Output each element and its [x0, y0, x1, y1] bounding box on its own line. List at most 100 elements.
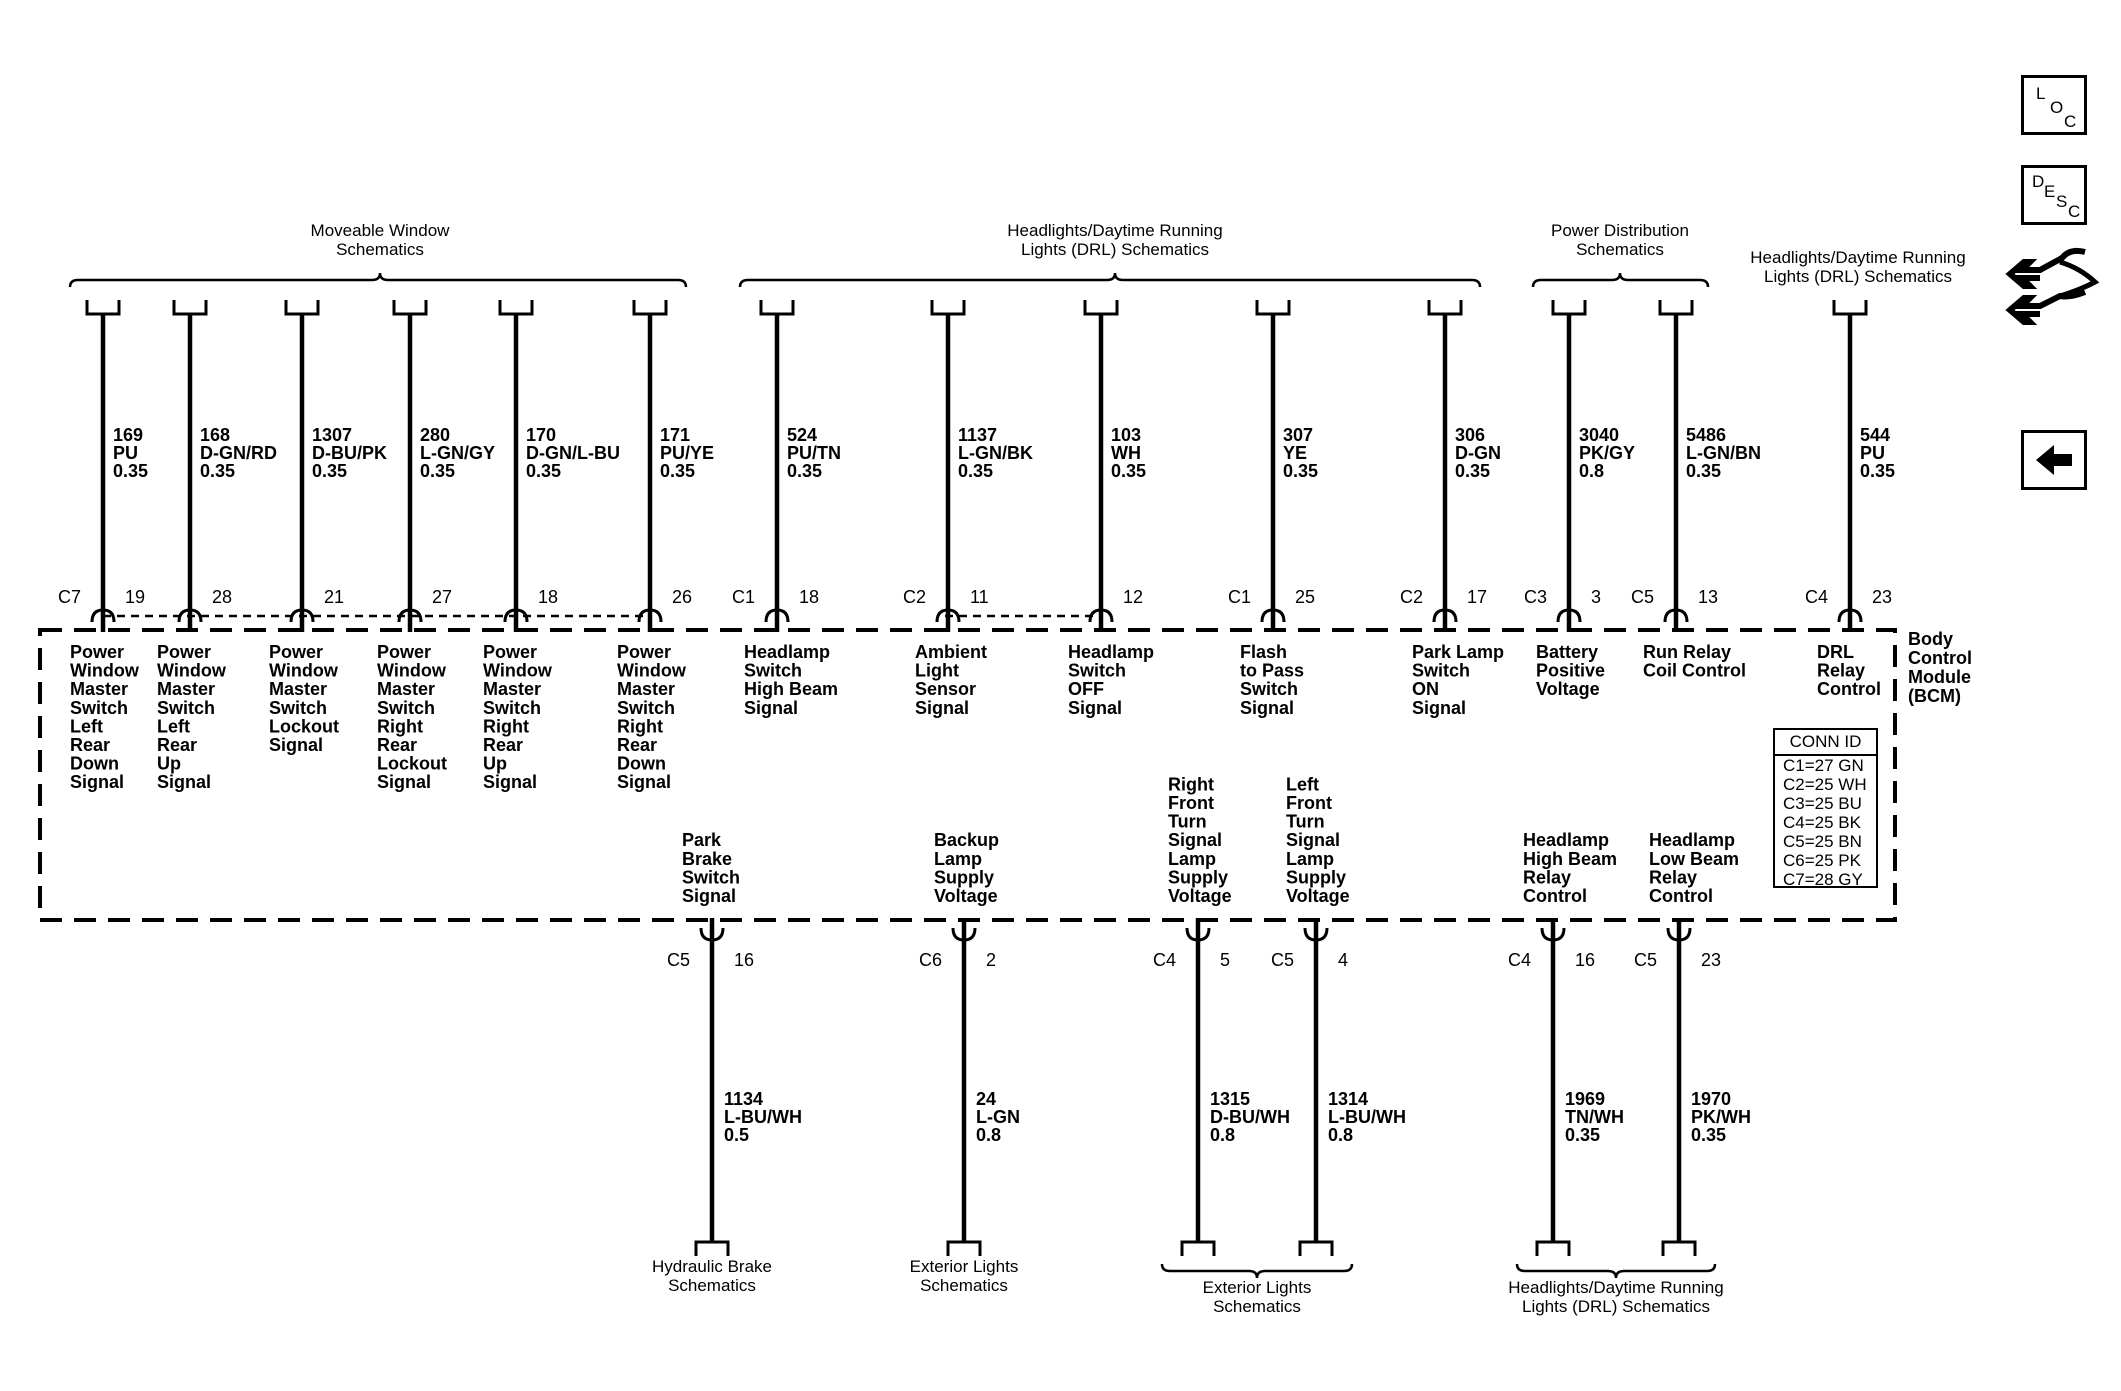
- signal-label-line: Backup: [934, 830, 999, 850]
- page-navigation-hand-icon[interactable]: [2005, 247, 2100, 325]
- wire-color: L-GN/BN: [1686, 443, 1761, 463]
- signal-label-line: Master: [483, 679, 541, 699]
- connector-id-row: C2=25 WH: [1783, 775, 1867, 794]
- pin-number: 4: [1338, 950, 1348, 970]
- signal-label-line: Park: [682, 830, 722, 850]
- signal-label-line: Switch: [483, 698, 541, 718]
- top-group-brace: [1531, 272, 1710, 288]
- wire-gauge: 0.8: [1579, 461, 1604, 481]
- signal-label-line: Left: [157, 716, 190, 736]
- signal-label-line: Supply: [1286, 867, 1346, 887]
- wire-color: D-GN: [1455, 443, 1501, 463]
- signal-label-line: Brake: [682, 849, 732, 869]
- signal-label-line: OFF: [1068, 679, 1104, 699]
- signal-label-line: Lockout: [377, 754, 447, 774]
- harness-connector-icon: [1427, 300, 1463, 316]
- pin-number: 23: [1701, 950, 1721, 970]
- wire-color: YE: [1283, 443, 1307, 463]
- signal-label-line: Turn: [1286, 812, 1325, 832]
- signal-label-line: Rear: [70, 735, 110, 755]
- pin-terminal-icon: [1432, 608, 1458, 623]
- wire-gauge: 0.35: [958, 461, 993, 481]
- top-circuit-170[interactable]: 170D-GN/L-BU0.3518PowerWindowMasterSwitc…: [483, 300, 620, 792]
- signal-label-line: Headlamp: [1649, 830, 1735, 850]
- signal-label-line: High Beam: [1523, 849, 1617, 869]
- harness-connector-icon: [1658, 300, 1694, 316]
- pin-terminal-icon: [1837, 608, 1863, 623]
- connector-id-row: C1=27 GN: [1783, 756, 1864, 775]
- signal-label-line: Down: [70, 754, 119, 774]
- pin-number: 26: [672, 587, 692, 607]
- connector-id: C7: [58, 587, 81, 607]
- signal-label-line: Switch: [377, 698, 435, 718]
- signal-label-line: Flash: [1240, 642, 1287, 662]
- circuit-number: 1970: [1691, 1089, 1731, 1109]
- connector-id: C5: [1271, 950, 1294, 970]
- circuit-number: 524: [787, 425, 817, 445]
- location-button[interactable]: L O C: [2021, 75, 2087, 135]
- top-group-brace: [68, 272, 688, 288]
- signal-label-line: Control: [1649, 886, 1713, 906]
- signal-label-line: Voltage: [1168, 886, 1232, 906]
- bottom-group-label-line: Exterior Lights: [910, 1257, 1019, 1276]
- signal-label-line: Voltage: [1536, 679, 1600, 699]
- signal-label-line: Lockout: [269, 716, 339, 736]
- wire-color: L-GN/GY: [420, 443, 495, 463]
- connector-id: C1: [732, 587, 755, 607]
- bcm-label-line: (BCM): [1908, 686, 1961, 706]
- pin-terminal-icon: [289, 608, 315, 623]
- bcm-label-line: Module: [1908, 667, 1971, 687]
- top-circuit-280[interactable]: 280L-GN/GY0.3527PowerWindowMasterSwitchR…: [377, 300, 495, 792]
- signal-label-line: Rear: [377, 735, 417, 755]
- harness-connector-icon: [1083, 300, 1119, 316]
- signal-label-line: Switch: [269, 698, 327, 718]
- wire-color: PU/YE: [660, 443, 714, 463]
- harness-connector-icon: [85, 300, 121, 316]
- signal-label-line: Rear: [157, 735, 197, 755]
- pin-terminal-icon: [1556, 608, 1582, 623]
- desc-c: C: [2068, 202, 2081, 221]
- signal-label-line: Low Beam: [1649, 849, 1739, 869]
- signal-label-line: Signal: [617, 772, 671, 792]
- connector-id: C4: [1508, 950, 1531, 970]
- pin-number: 18: [799, 587, 819, 607]
- signal-label-line: Signal: [915, 698, 969, 718]
- signal-label-line: Rear: [617, 735, 657, 755]
- back-arrow-button[interactable]: [2021, 430, 2087, 490]
- signal-label-line: Master: [269, 679, 327, 699]
- connector-id-row: C5=25 BN: [1783, 832, 1862, 851]
- pin-terminal-icon: [1663, 608, 1689, 623]
- signal-label-line: Window: [617, 661, 687, 681]
- top-group-label-line: Schematics: [336, 240, 424, 259]
- pin-number: 5: [1220, 950, 1230, 970]
- wire-gauge: 0.35: [113, 461, 148, 481]
- wire-color: L-BU/WH: [1328, 1107, 1406, 1127]
- circuit-number: 169: [113, 425, 143, 445]
- top-circuit-168[interactable]: 168D-GN/RD0.3528PowerWindowMasterSwitchL…: [157, 300, 277, 792]
- top-circuit-1307[interactable]: 1307D-BU/PK0.3521PowerWindowMasterSwitch…: [269, 300, 387, 755]
- pin-number: 28: [212, 587, 232, 607]
- bcm-module-box: [38, 628, 1897, 922]
- wire-color: PK/WH: [1691, 1107, 1751, 1127]
- top-circuit-171[interactable]: 171PU/YE0.3526PowerWindowMasterSwitchRig…: [617, 300, 714, 792]
- description-button[interactable]: D E S C: [2021, 165, 2087, 225]
- harness-connector-icon: [284, 300, 320, 316]
- signal-label-line: Master: [617, 679, 675, 699]
